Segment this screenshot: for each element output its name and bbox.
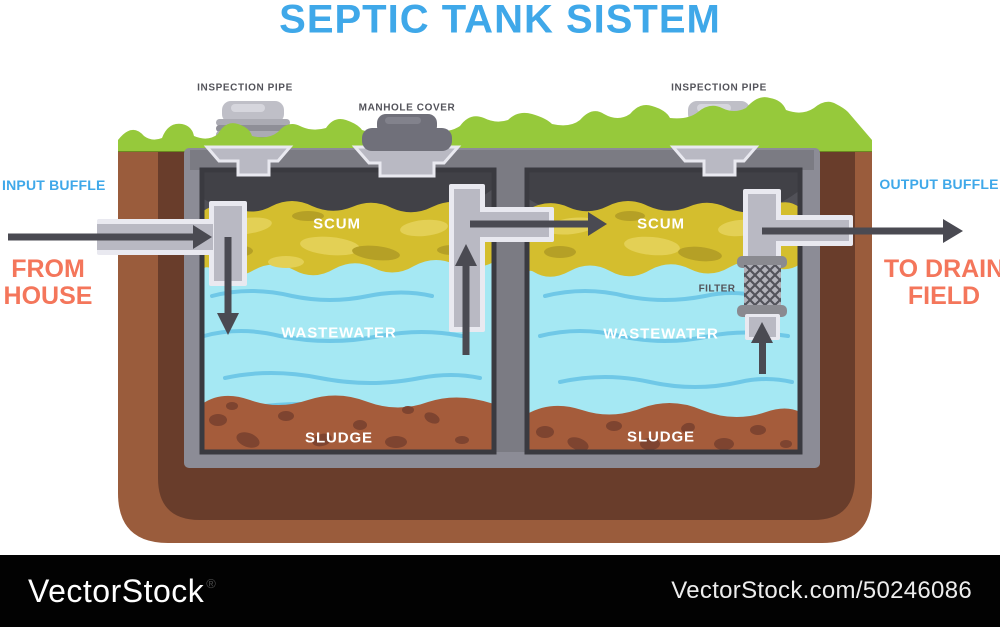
chamber-2-sludge-layer bbox=[527, 402, 800, 452]
watermark-logo: VectorStock® bbox=[28, 573, 216, 610]
chamber-1-sludge-spots bbox=[209, 402, 469, 448]
watermark-url: VectorStock.com/50246086 bbox=[671, 577, 972, 604]
from-house-label: FROM HOUSE bbox=[4, 256, 93, 310]
manhole-cover-label: MANHOLE COVER bbox=[358, 102, 456, 114]
manhole-cover-graphic bbox=[351, 114, 462, 178]
inspection-pipe-2-label: INSPECTION PIPE bbox=[671, 82, 767, 94]
to-drain-field-label: TO DRAIN FIELD bbox=[884, 256, 1000, 310]
chamber-2-wastewater-label: WASTEWATER bbox=[603, 325, 719, 343]
septic-tank bbox=[184, 148, 820, 468]
chamber-2-scum-shadows bbox=[544, 211, 722, 262]
input-buffle-label: INPUT BUFFLE bbox=[2, 177, 106, 193]
chamber-1-wastewater-label: WASTEWATER bbox=[281, 324, 397, 342]
page-title: SEPTIC TANK SISTEM bbox=[279, 0, 721, 42]
watermark-logo-text: VectorStock bbox=[28, 572, 205, 609]
from-house-line1: FROM bbox=[11, 255, 85, 283]
filter-label: FILTER bbox=[698, 283, 736, 295]
chamber-1-sludge-layer bbox=[202, 395, 494, 452]
input-flow-arrow bbox=[8, 225, 212, 249]
filter-up-arrow bbox=[751, 322, 773, 374]
output-flow-arrow bbox=[762, 219, 963, 243]
inspection-funnel-1 bbox=[203, 145, 294, 177]
flow-arrows bbox=[8, 212, 963, 374]
chamber-1 bbox=[202, 170, 494, 452]
chamber-1-scum-label: SCUM bbox=[313, 215, 361, 233]
chamber-2-sludge-spots bbox=[536, 421, 792, 451]
output-buffle-label: OUTPUT BUFFLE bbox=[879, 176, 999, 192]
from-house-line2: HOUSE bbox=[3, 282, 93, 310]
chamber-2-scum-label: SCUM bbox=[637, 215, 685, 233]
middle-baffle-up-arrow bbox=[455, 244, 477, 355]
inspection-pipe-1-label: INSPECTION PIPE bbox=[197, 82, 293, 94]
to-drain-line2: FIELD bbox=[907, 282, 981, 310]
watermark-bar: VectorStock® VectorStock.com/50246086 bbox=[0, 555, 1000, 627]
chamber-1-outline bbox=[199, 167, 497, 455]
chamber-2-outline bbox=[524, 167, 803, 455]
chamber-2-water-ripples bbox=[538, 289, 794, 389]
septic-diagram-illustration bbox=[8, 97, 963, 543]
registered-mark: ® bbox=[206, 575, 216, 591]
transfer-arrow bbox=[470, 212, 607, 236]
inspection-funnel-2 bbox=[669, 145, 760, 177]
chamber-1-down-arrow bbox=[217, 237, 239, 335]
chamber-1-sludge-label: SLUDGE bbox=[305, 429, 373, 447]
to-drain-line1: TO DRAIN bbox=[883, 255, 1000, 283]
chamber-2-sludge-label: SLUDGE bbox=[627, 428, 695, 446]
